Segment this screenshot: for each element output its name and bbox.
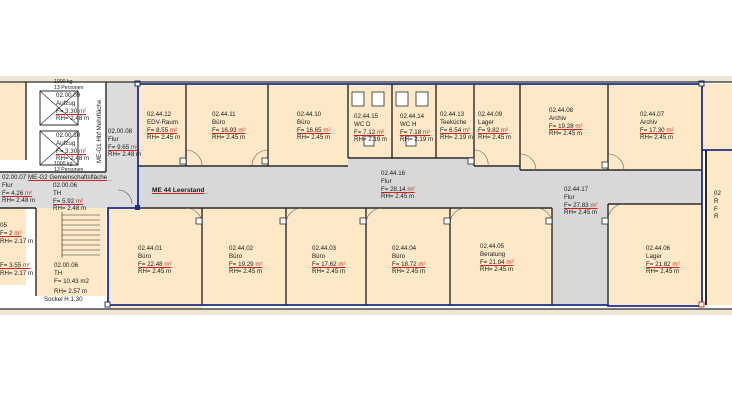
- wc-fixtures: [351, 91, 429, 147]
- bottom-facade-strip: [0, 309, 732, 315]
- room-02-44-08: [520, 84, 608, 170]
- area-unit: m²: [236, 126, 246, 134]
- room-label-02-44-10: 02.44.10 Büro F= 16.65 m² RH= 2.45 m: [297, 111, 331, 142]
- area-unit: m²: [499, 126, 509, 134]
- corner-marker: [135, 205, 140, 210]
- interior-walls: [0, 82, 702, 306]
- shared-area-label: ME-G2 Gemeinschaftsfläche: [28, 174, 108, 181]
- area-unit: m²: [461, 126, 471, 134]
- unit-label: ME 44 Leerstand: [152, 187, 205, 194]
- lift-2-capacity: 1000 kg 13 Personen: [54, 161, 84, 173]
- area-unit: m²: [321, 126, 331, 134]
- room-02-44-01: [108, 208, 202, 310]
- room-02-44-12: [138, 84, 186, 166]
- room-label-02-44-11: 02.44.11 Büro F= 16.93 m² RH= 2.45 m: [212, 111, 246, 142]
- area-unit: m²: [504, 258, 514, 266]
- room-label-02-44-12: 02.44.12 EDV-Raum F= 8.55 m² RH= 2.45 m: [147, 111, 181, 142]
- room-label-02-44-16: 02.44.16 Flur F= 28.14 m² RH= 2.45 m: [381, 170, 415, 201]
- room-label-02-44-05: 02.44.05 Beratung F= 21.84 m² RH= 2.45 m: [480, 243, 514, 274]
- room-02-44-04: [366, 208, 450, 306]
- columns: [179, 157, 609, 225]
- left-partial-room-lower: [0, 205, 26, 285]
- area-unit: m²: [670, 260, 680, 268]
- right-partial-label: 02 R F R: [714, 190, 721, 221]
- area-unit: m²: [336, 260, 346, 268]
- area-unit: m²: [421, 128, 431, 136]
- room-02-44-10: [268, 84, 348, 166]
- room-label-02-44-15: 02.44.15 WC D F= 7.12 m² RH= 2.19 m: [354, 113, 388, 144]
- room-02-44-06: [608, 204, 702, 306]
- room-02-44-11: [186, 84, 268, 166]
- area-unit: m²: [375, 128, 385, 136]
- area-unit: m²: [162, 260, 172, 268]
- area-unit: m²: [168, 126, 178, 134]
- staircase: [61, 212, 100, 258]
- area-unit: m²: [573, 122, 583, 130]
- room-label-02-44-01: 02.44.01 Büro F= 22.48 m² RH= 2.45 m: [138, 245, 172, 276]
- flur-02-00-07-fill: [0, 172, 106, 208]
- right-partial-room: [706, 150, 732, 305]
- room-label-02-44-08: 02.44.08 Archiv F= 19.28 m² RH= 2.45 m: [549, 107, 583, 138]
- th-lower-height: RH= 2.57 m: [54, 288, 88, 295]
- room-label-02-44-17: 02.44.17 Flur F= 27.83 m² RH= 2.45 m: [564, 186, 598, 217]
- top-facade-strip: [0, 76, 732, 82]
- room-label-02-44-02: 02.44.02 Büro F= 19.29 m² RH= 2.45 m: [229, 245, 263, 276]
- room-02-44-07: [608, 84, 702, 170]
- room-02-44-05: [450, 208, 552, 306]
- room-label-02-44-04: 02.44.04 Büro F= 18.72 m² RH= 2.45 m: [392, 245, 426, 276]
- room-label-02-44-06: 02.44.06 Lager F= 21.82 m² RH= 2.45 m: [646, 245, 680, 276]
- flur-02-00-07-label: 02.00.07 Flur F= 4.26 m² RH= 2.48 m: [2, 174, 36, 205]
- sockel-label: Sockel H 1.30: [44, 296, 83, 303]
- flur-02-00-08-label: 02.00.08 Flur F= 9.65 m² RH= 2.48 m: [108, 128, 142, 159]
- th-02-00-06-upper-label: 02.00.06 TH F= 5.92 m² RH= 2.48 m: [53, 182, 87, 213]
- room-label-02-44-07: 02.44.07 Archiv F= 17.30 m² RH= 2.45 m: [640, 111, 674, 142]
- area-unit: m²: [77, 107, 87, 115]
- area-unit: m²: [12, 229, 22, 237]
- lift-1-capacity: 1000 kg 13 Personen: [54, 79, 84, 91]
- lift-2-label: 02.00.10 Aufzug F= 3.30 m² RH= 2.48 m: [56, 132, 90, 163]
- th-02-00-06-lower-label: 02.00.06 TH F= 10.43 m2: [54, 262, 89, 285]
- vertical-note: ME-G1 Hbf Mehrfläche: [96, 99, 103, 163]
- right-partial-room-top: [702, 84, 732, 150]
- room-02-44-02: [202, 208, 286, 306]
- area-unit: m²: [77, 147, 87, 155]
- area-unit: m²: [74, 197, 84, 205]
- area-unit: m²: [405, 185, 415, 193]
- left-partial-room: [0, 82, 26, 160]
- area-unit: m²: [129, 143, 139, 151]
- area-unit: m²: [588, 201, 598, 209]
- room-label-02-44-13: 02.44.13 Teeküche F= 6.54 m² RH= 2.19 m: [440, 111, 474, 142]
- left-partial-a-label: 05 F= 2 m² RH= 2.17 m: [0, 222, 34, 245]
- area-unit: m²: [664, 126, 674, 134]
- area-unit: m²: [416, 260, 426, 268]
- lift-1-label: 02.00.09 Aufzug F= 3.30 m² RH= 2.48 m: [56, 92, 90, 123]
- area-unit: m²: [21, 262, 31, 269]
- room-02-44-03: [286, 208, 366, 306]
- area-unit: m²: [23, 189, 33, 197]
- unit-outline: [107, 83, 703, 307]
- room-label-02-44-03: 02.44.03 Büro F= 17.62 m² RH= 2.45 m: [312, 245, 346, 276]
- area-unit: m²: [253, 260, 263, 268]
- room-label-02-44-14: 02.44.14 WC H F= 7.18 m² RH= 2.19 m: [400, 113, 434, 144]
- room-label-02-44-09: 02.44.09 Lager F= 9.82 m² RH= 2.45 m: [478, 111, 512, 142]
- stair-area: [36, 208, 106, 296]
- corridor-fill: [138, 158, 702, 305]
- left-partial-b-label: F= 3.55 m² RH= 2.17 m: [0, 262, 34, 277]
- room-02-44-13: [436, 84, 474, 158]
- flur-02-00-08-fill: [106, 82, 138, 208]
